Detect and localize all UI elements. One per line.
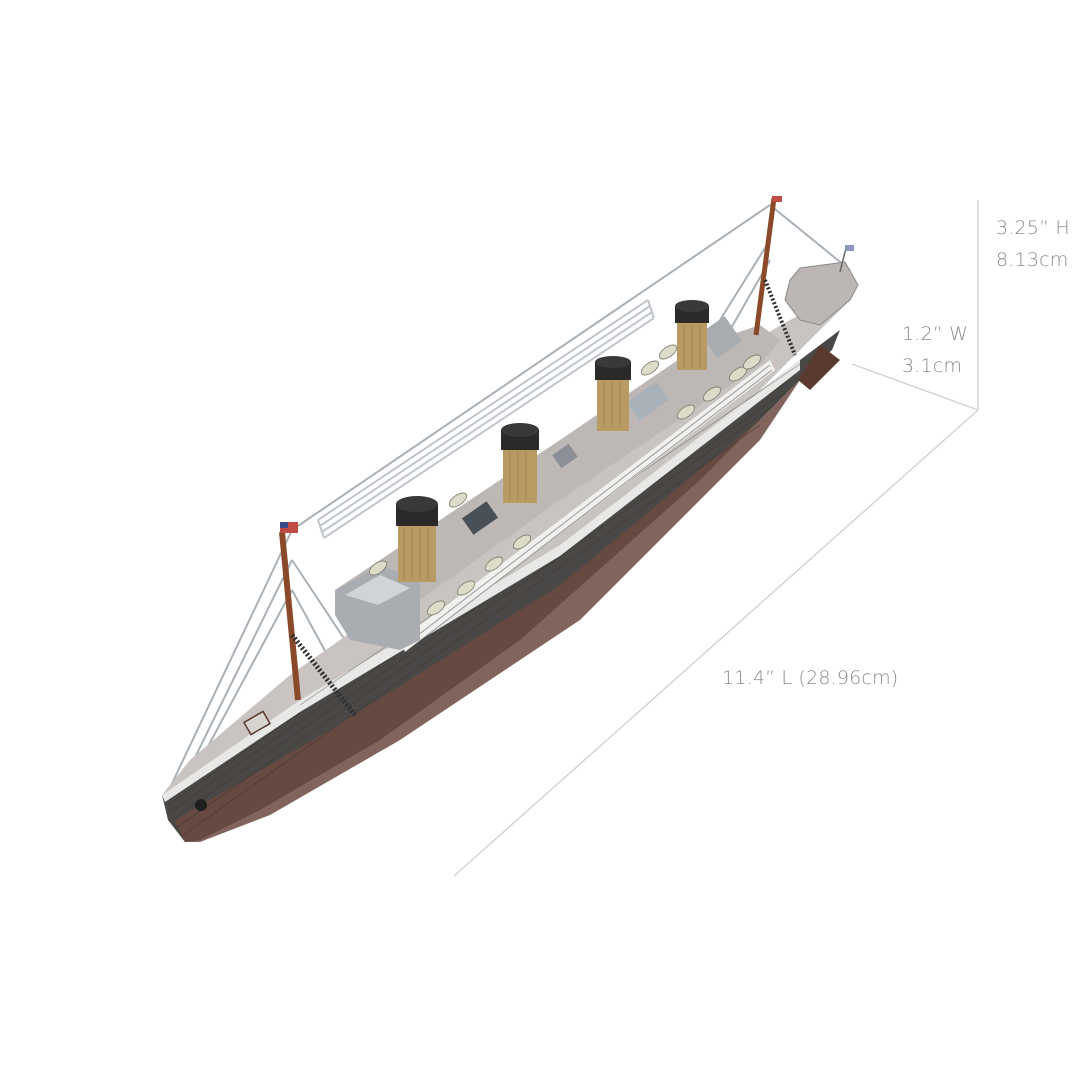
height-metric: 8.13cm <box>996 249 1069 271</box>
funnel-3 <box>595 356 631 431</box>
rigging-wires <box>167 204 851 793</box>
length-dimension-line <box>453 409 979 877</box>
superstructure <box>335 325 780 652</box>
deck-details <box>461 316 742 535</box>
width-imperial: 1.2” W <box>902 323 969 345</box>
bow-details <box>195 710 272 811</box>
height-imperial: 3.25” H <box>996 217 1070 239</box>
width-dimension-label: 1.2” W 3.1cm <box>902 318 968 382</box>
funnel-1 <box>396 496 438 582</box>
antenna-wires <box>317 299 655 539</box>
funnels <box>396 300 709 582</box>
aft-mast <box>753 196 797 356</box>
length-value: 11.4” L (28.96cm) <box>722 667 899 689</box>
funnel-2 <box>501 423 539 503</box>
lifeboats <box>368 344 762 616</box>
width-metric: 3.1cm <box>902 355 963 377</box>
stern-deck <box>784 245 859 326</box>
dimension-lines <box>453 200 979 877</box>
width-dimension-line <box>851 363 979 411</box>
funnel-4 <box>675 300 709 370</box>
height-dimension-label: 3.25” H 8.13cm <box>996 212 1070 276</box>
forward-mast <box>279 522 357 717</box>
length-dimension-label: 11.4” L (28.96cm) <box>722 662 898 694</box>
